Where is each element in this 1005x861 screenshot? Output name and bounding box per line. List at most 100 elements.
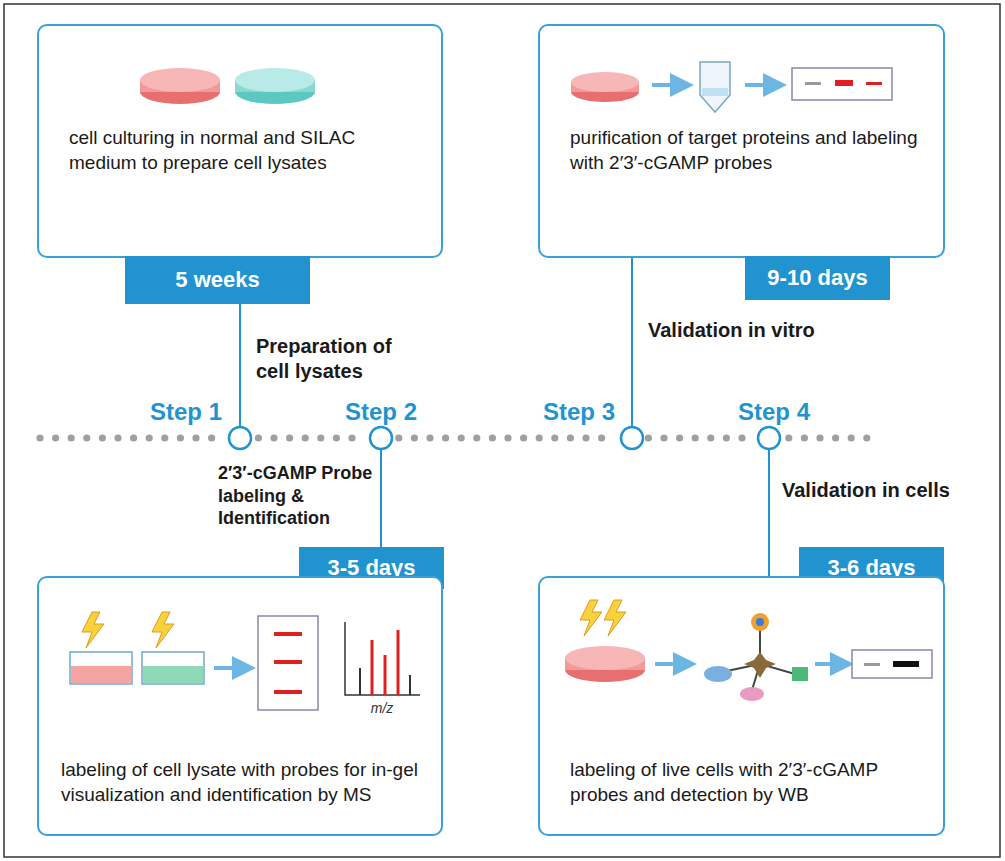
drawing-stroke xyxy=(792,68,892,100)
step-description: labeling of cell lysate with probes for … xyxy=(61,758,433,807)
step-label: Step 3 xyxy=(500,397,615,427)
drawing-stroke xyxy=(848,434,855,441)
drawing-stroke xyxy=(371,640,374,695)
live-cell-labeling-scheme xyxy=(565,600,932,701)
drawing-stroke xyxy=(426,434,433,441)
drawing-stroke xyxy=(161,434,168,441)
drawing-stroke xyxy=(598,434,605,441)
drawing-stroke xyxy=(395,434,402,441)
drawing-stroke xyxy=(893,661,919,667)
drawing-stroke xyxy=(258,616,318,710)
drawing-stroke xyxy=(140,80,220,92)
drawing-stroke xyxy=(286,434,293,441)
drawing-stroke xyxy=(302,434,309,441)
drawing-stroke xyxy=(235,68,315,92)
drawing-stroke xyxy=(702,88,728,96)
drawing-stroke xyxy=(759,626,761,664)
drawing-stroke xyxy=(177,434,184,441)
drawing-stroke xyxy=(752,664,760,690)
drawing-stroke xyxy=(768,449,770,577)
step-panel: purification of target proteins and labe… xyxy=(538,24,945,258)
step-label: Step 2 xyxy=(345,397,455,427)
drawing-stroke xyxy=(835,80,853,86)
drawing-stroke xyxy=(852,650,932,678)
drawing-stroke xyxy=(604,600,626,636)
drawing-stroke xyxy=(565,658,645,670)
purification-scheme xyxy=(571,62,892,112)
drawing-stroke xyxy=(652,83,682,87)
drawing-stroke xyxy=(152,612,174,648)
drawing-stroke xyxy=(239,304,241,427)
drawing-stroke xyxy=(792,667,808,681)
drawing-stroke xyxy=(99,434,106,441)
culture-dishes xyxy=(140,68,315,104)
step-panel: labeling of live cells with 2′3′-cGAMP p… xyxy=(538,576,945,836)
drawing-stroke xyxy=(751,613,769,631)
drawing-stroke xyxy=(504,434,511,441)
drawing-stroke xyxy=(565,658,645,682)
drawing-stroke xyxy=(536,434,543,441)
drawing-stroke xyxy=(815,662,842,666)
drawing-stroke xyxy=(801,434,808,441)
drawing-stroke xyxy=(274,632,302,636)
duration-tab: 9-10 days xyxy=(745,256,890,300)
drawing-stroke xyxy=(722,664,760,672)
drawing-stroke xyxy=(142,652,204,684)
drawing-stroke xyxy=(723,434,730,441)
drawing-stroke xyxy=(571,72,639,92)
drawing-stroke xyxy=(473,434,480,441)
drawing-stroke xyxy=(317,434,324,441)
step-circles xyxy=(229,427,780,449)
drawing-stroke xyxy=(816,434,823,441)
step-description: purification of target proteins and labe… xyxy=(570,126,930,175)
drawing-stroke xyxy=(756,618,764,626)
drawing-stroke xyxy=(274,660,302,664)
drawing-stroke xyxy=(758,427,780,449)
drawing-stroke xyxy=(235,80,315,92)
drawing-stroke xyxy=(70,652,132,684)
drawing-stroke xyxy=(745,83,775,87)
drawing-stroke xyxy=(700,62,730,112)
duration-label: 5 weeks xyxy=(165,267,269,293)
drawing-stroke xyxy=(832,434,839,441)
step-leaders xyxy=(240,258,769,577)
drawing-stroke xyxy=(36,434,43,441)
drawing-stroke xyxy=(146,434,153,441)
drawing-stroke xyxy=(140,68,220,92)
drawing-stroke xyxy=(380,449,382,548)
phase-label: Validation in cells xyxy=(782,478,994,503)
drawing-stroke xyxy=(140,80,220,104)
drawing-stroke xyxy=(397,630,400,695)
drawing-stroke xyxy=(192,434,199,441)
step-label: Step 1 xyxy=(110,397,222,427)
drawing-stroke xyxy=(411,434,418,441)
drawing-stroke xyxy=(580,600,602,636)
drawing-stroke xyxy=(229,427,251,449)
phase-label: 2′3′-cGAMP Probe labeling & Identificati… xyxy=(218,462,374,530)
step-panel: cell culturing in normal and SILAC mediu… xyxy=(37,24,443,258)
drawing-stroke xyxy=(760,664,795,674)
drawing-stroke xyxy=(692,434,699,441)
axis-label: m/z xyxy=(352,700,412,718)
step-description: cell culturing in normal and SILAC mediu… xyxy=(69,126,419,175)
drawing-stroke xyxy=(214,666,244,670)
drawing-stroke xyxy=(631,258,633,427)
drawing-stroke xyxy=(676,434,683,441)
drawing-stroke xyxy=(567,434,574,441)
drawing-stroke xyxy=(71,666,131,683)
drawing-stroke xyxy=(571,82,639,102)
drawing-stroke xyxy=(707,434,714,441)
drawing-stroke xyxy=(345,622,420,695)
drawing-stroke xyxy=(744,652,776,678)
drawing-stroke xyxy=(270,434,277,441)
drawing-stroke xyxy=(738,434,745,441)
drawing-stroke xyxy=(655,662,685,666)
drawing-stroke xyxy=(704,666,732,682)
outer-frame xyxy=(4,4,1000,857)
drawing-stroke xyxy=(565,646,645,670)
drawing-stroke xyxy=(83,434,90,441)
step-label: Step 4 xyxy=(738,397,848,427)
drawing-stroke xyxy=(409,675,411,695)
phase-label: Preparation of cell lysates xyxy=(256,334,426,384)
drawing-stroke xyxy=(68,434,75,441)
